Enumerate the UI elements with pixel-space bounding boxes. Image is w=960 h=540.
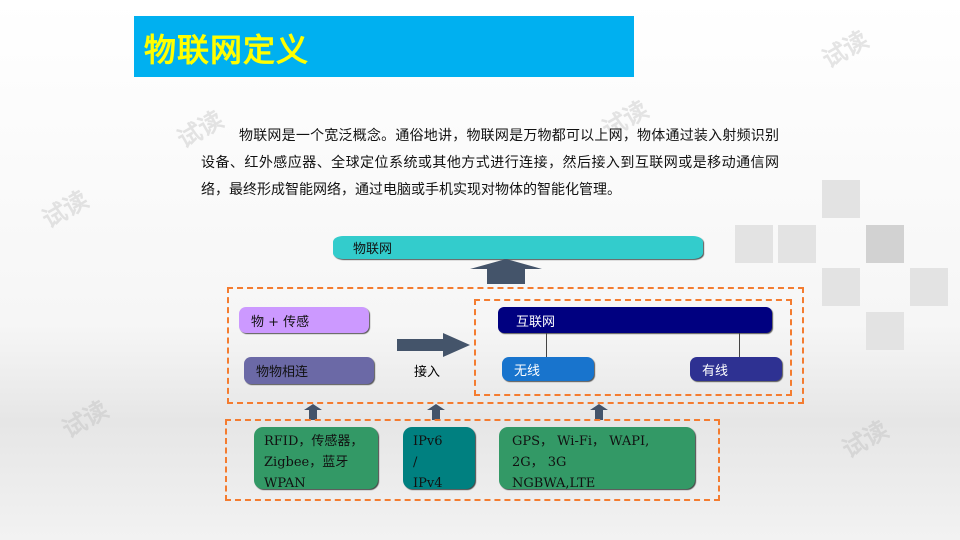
tech-line: Zigbee，蓝牙 (264, 455, 349, 470)
thing-connect-box: 物物相连 (244, 357, 374, 384)
bg-square (822, 180, 860, 218)
up-arrow-icon (470, 259, 542, 284)
tech-box-network: GPS， Wi-Fi， WAPI, 2G， 3G NGBWA,LTE (499, 427, 695, 491)
watermark: 试读 (817, 25, 874, 74)
watermark: 试读 (37, 185, 94, 234)
wireless-label: 无线 (514, 363, 541, 379)
internet-label: 互联网 (516, 314, 556, 330)
tech-line: RFID，传感器， (264, 434, 364, 449)
tech-line: / (413, 455, 418, 470)
up-arrow-icon (590, 404, 608, 420)
tech-line: IPv6 (413, 434, 443, 449)
bg-square (822, 268, 860, 306)
thing-connect-label: 物物相连 (256, 365, 309, 380)
bg-square (866, 225, 904, 263)
thing-sensor-label: 物 + 传感 (251, 314, 310, 330)
bg-square (735, 225, 773, 263)
watermark: 试读 (57, 395, 114, 444)
bottom-dashed-group (225, 419, 720, 501)
definition-paragraph: 物联网是一个宽泛概念。通俗地讲，物联网是万物都可以上网，物体通过装入射频识别设备… (201, 128, 779, 198)
middle-dashed-group (227, 287, 804, 404)
wireless-box: 无线 (502, 357, 594, 381)
connector-line (546, 333, 547, 357)
tech-line: 2G， 3G (512, 455, 567, 470)
bg-square (778, 225, 816, 263)
bg-square (866, 312, 904, 350)
page-title: 物联网定义 (144, 31, 310, 69)
up-arrow-icon (427, 404, 445, 420)
tech-line: WPAN (264, 476, 306, 491)
access-label: 接入 (414, 365, 441, 380)
wired-label: 有线 (702, 363, 729, 379)
tech-box-ip: IPv6 / IPv4 (403, 427, 475, 491)
bg-square (910, 268, 948, 306)
tech-line: NGBWA,LTE (512, 476, 596, 491)
up-arrow-icon (304, 404, 322, 420)
iot-label: 物联网 (353, 242, 393, 257)
watermark: 试读 (837, 415, 894, 464)
tech-box-rfid: RFID，传感器， Zigbee，蓝牙 WPAN (254, 427, 378, 491)
right-arrow-icon (397, 333, 470, 357)
thing-sensor-box: 物 + 传感 (239, 307, 369, 333)
connector-line (739, 333, 740, 357)
tech-line: GPS， Wi-Fi， WAPI, (512, 434, 650, 449)
wired-box: 有线 (690, 357, 782, 381)
title-bar: 物联网定义 (134, 16, 634, 77)
iot-top-bar: 物联网 (333, 236, 703, 259)
internet-box: 互联网 (498, 307, 772, 333)
tech-line: IPv4 (413, 476, 443, 491)
internet-dashed-group (474, 299, 792, 396)
